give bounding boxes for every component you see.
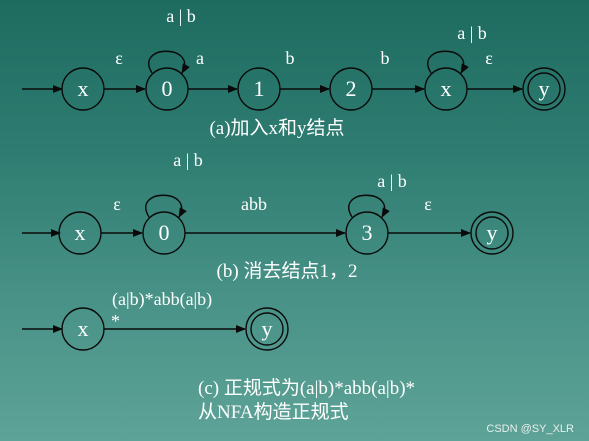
b-edge-label-epsilon-1: ε: [113, 194, 121, 214]
c-state-y-inner: [250, 312, 284, 346]
a-state-y-label: y: [539, 76, 550, 101]
diagram-b: x 0 3 y ε abb ε a | b a | b (b) 消去结点1，2: [22, 150, 514, 282]
b-state-y-label: y: [487, 220, 498, 245]
a-state-2-label: 2: [346, 76, 357, 101]
b-state-y: [470, 211, 514, 255]
b-loop-3: [348, 194, 390, 218]
a-edge-label-epsilon-1: ε: [115, 48, 123, 68]
a-state-0-label: 0: [162, 76, 173, 101]
diagram-a: x 0 1 2 x y ε b b ε a | b a a | b (a)加入x…: [22, 6, 566, 139]
a-loop0-label: a | b: [166, 6, 196, 26]
b-state-3-label: 3: [362, 220, 373, 245]
a-state-1-label: 1: [254, 76, 265, 101]
b-edge-label-abb: abb: [241, 194, 267, 214]
a-edge-label-epsilon-2: ε: [485, 48, 493, 68]
c-state-y: [245, 307, 289, 351]
a-state-x2-label: x: [441, 76, 452, 101]
a-caption: (a)加入x和y结点: [209, 117, 344, 139]
b-edge-label-epsilon-2: ε: [424, 194, 432, 214]
b-state-x-label: x: [75, 220, 86, 245]
c-caption-line1: (c) 正规式为(a|b)*abb(a|b)*: [198, 377, 415, 399]
c-edge-label-star: *: [111, 311, 120, 331]
a-state-y-inner: [527, 72, 561, 106]
a-state-x-label: x: [78, 76, 89, 101]
a-loop-0: [148, 50, 190, 74]
csdn-watermark: CSDN @SY_XLR: [486, 423, 574, 435]
c-edge-label: (a|b)*abb(a|b): [112, 289, 212, 310]
diagram-c: x y (a|b)*abb(a|b) * (c) 正规式为(a|b)*abb(a…: [22, 289, 415, 423]
a-loop0-sub-label: a: [196, 48, 204, 68]
b-state-y-inner: [475, 216, 509, 250]
b-loop3-label: a | b: [377, 171, 407, 191]
a-edge-label-b-1: b: [286, 48, 295, 68]
a-edge-label-b-2: b: [381, 48, 390, 68]
a-state-y: [522, 67, 566, 111]
a-loop-x: [427, 50, 469, 74]
c-caption-line2: 从NFA构造正规式: [198, 401, 349, 423]
b-loop0-label: a | b: [173, 150, 203, 170]
a-loopx-label: a | b: [457, 23, 487, 43]
b-caption: (b) 消去结点1，2: [217, 260, 358, 282]
c-state-x-label: x: [78, 316, 89, 341]
b-state-0-label: 0: [159, 220, 170, 245]
c-state-y-label: y: [262, 316, 273, 341]
b-loop-0: [145, 194, 187, 218]
